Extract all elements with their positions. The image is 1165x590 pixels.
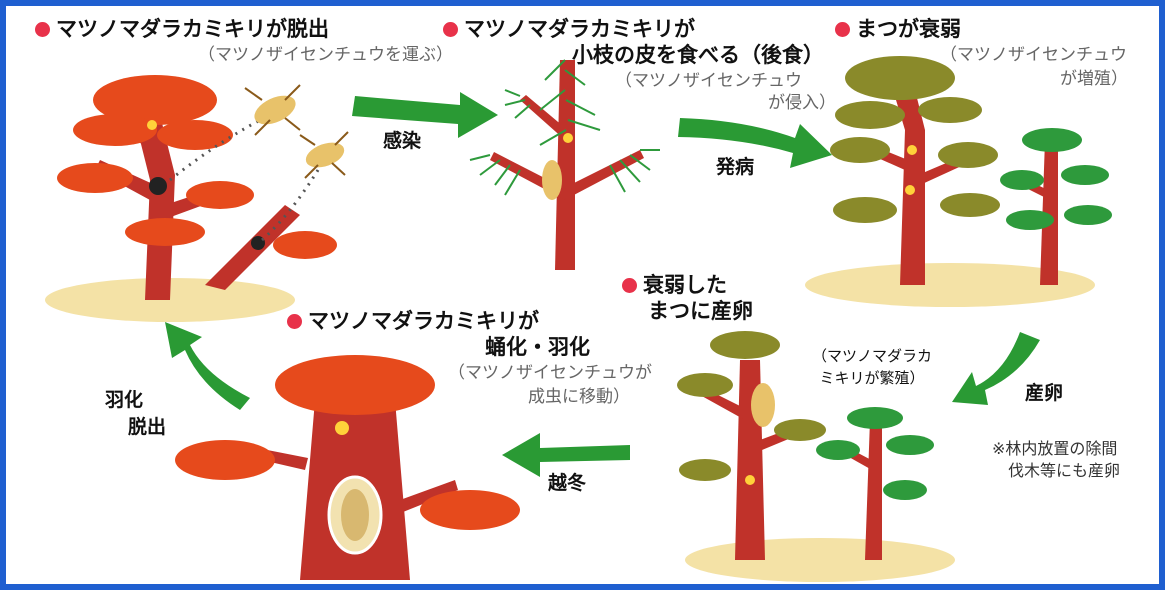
- stage5-title: マツノマダラカミキリが: [287, 308, 539, 334]
- bullet-icon: [443, 22, 458, 37]
- arrow-label-lay: 産卵: [1025, 382, 1064, 404]
- stage5-sub-2: 成虫に移動）: [528, 387, 630, 407]
- stage5-sub-1: （マツノザイセンチュウが: [448, 363, 652, 383]
- bullet-icon: [35, 22, 50, 37]
- stage5-tree-illustration: [175, 355, 520, 580]
- stage4-title: 衰弱した: [622, 272, 727, 298]
- stage3-tree-illustration: [805, 56, 1112, 307]
- bullet-icon: [622, 278, 637, 293]
- arrow-emerge: [165, 322, 250, 410]
- stage4-box: （マツノマダラカミキリが繁殖）: [798, 345, 946, 389]
- stage3-sub-2: が増殖）: [1060, 69, 1128, 89]
- arrow-label-infect: 感染: [383, 130, 422, 152]
- stage4-note-2: 伐木等にも産卵: [1008, 461, 1121, 480]
- arrow-onset: [678, 118, 832, 168]
- stage2-title: マツノマダラカミキリが: [443, 16, 695, 42]
- arrow-winter: [502, 433, 630, 477]
- stage4-tree-illustration: [677, 331, 955, 582]
- stage1-tree-illustration: [45, 75, 349, 322]
- arrow-label-onset: 発病: [716, 156, 755, 178]
- arrow-infect: [352, 92, 498, 138]
- bullet-icon: [287, 314, 302, 329]
- arrow-lay: [952, 332, 1040, 405]
- stage3-title: まつが衰弱: [835, 16, 961, 42]
- stage4-note-1: ※林内放置の除間: [992, 439, 1118, 458]
- arrow-label-emerge-2: 脱出: [128, 416, 167, 438]
- stage1-title: マツノマダラカミキリが脱出: [35, 16, 329, 42]
- stage2-title-2: 小枝の皮を食べる（後食）: [572, 43, 824, 67]
- stage1-sub: （マツノザイセンチュウを運ぶ）: [198, 45, 453, 65]
- stage4-title-2: まつに産卵: [648, 299, 753, 323]
- bullet-icon: [835, 22, 850, 37]
- stage3-sub-1: （マツノザイセンチュウ: [940, 45, 1127, 65]
- stage2-sub-1: （マツノザイセンチュウ: [615, 71, 802, 91]
- arrow-label-emerge-1: 羽化: [105, 389, 144, 411]
- stage2-twig-illustration: [469, 59, 660, 270]
- arrow-label-winter: 越冬: [548, 472, 587, 494]
- stage2-sub-2: が侵入）: [768, 93, 836, 113]
- stage5-title-2: 蛹化・羽化: [485, 335, 590, 359]
